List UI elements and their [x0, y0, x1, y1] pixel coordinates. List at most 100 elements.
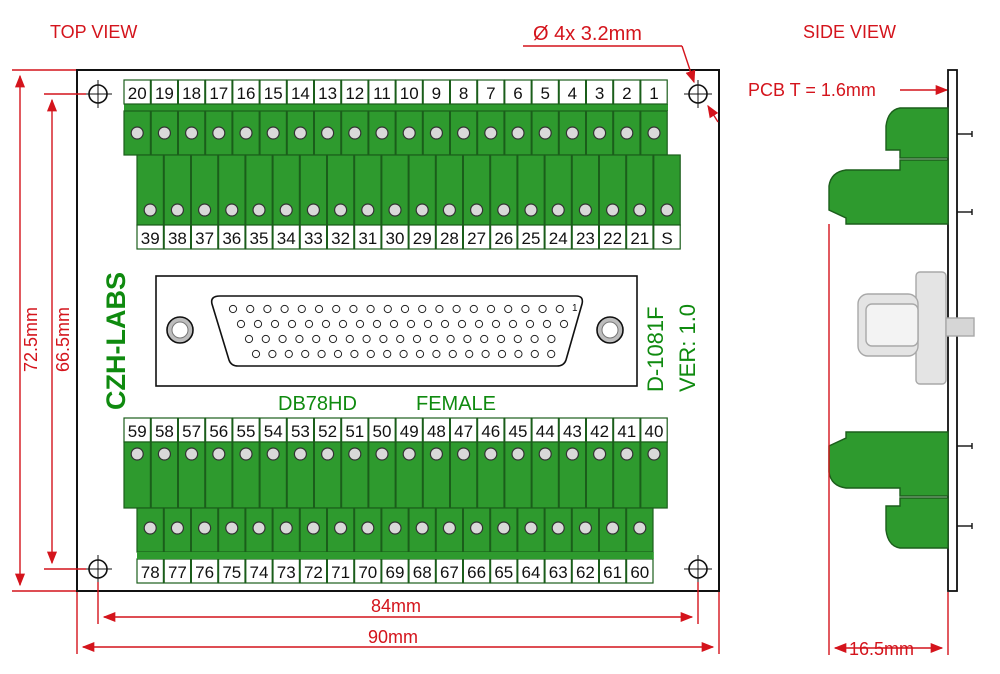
terminal-screw-icon — [306, 521, 320, 535]
terminal-screw-icon — [457, 126, 471, 140]
terminal-cell: 47 — [449, 417, 478, 509]
terminal-cell: 71 — [326, 507, 355, 584]
connector-pin — [350, 349, 359, 359]
connector-pin — [538, 304, 547, 314]
terminal-number: 51 — [345, 422, 364, 441]
connector-pin — [446, 334, 455, 344]
terminal-number: 43 — [563, 422, 582, 441]
terminal-cell: 63 — [544, 507, 572, 584]
terminal-number: 61 — [603, 563, 622, 582]
terminal-screw-icon — [279, 521, 293, 535]
terminal-screw-icon — [348, 447, 362, 461]
connector-pin — [432, 349, 441, 359]
connector-pin — [366, 349, 375, 359]
terminal-number: 35 — [250, 229, 269, 248]
connector-pin — [297, 304, 306, 314]
connector-pin — [287, 319, 297, 329]
hole-spec-leader — [681, 45, 696, 84]
terminal-cell: 62 — [571, 507, 600, 584]
terminal-number: 20 — [128, 84, 147, 103]
terminal-screw-icon — [252, 521, 266, 535]
side-terminal-top-upper — [885, 107, 949, 159]
terminal-number: 60 — [630, 563, 649, 582]
side-terminal-bottom-upper — [828, 431, 949, 497]
terminal-screw-icon — [293, 126, 307, 140]
terminal-number: 25 — [522, 229, 541, 248]
terminal-number: 39 — [141, 229, 160, 248]
terminal-cell: 5 — [531, 79, 559, 156]
connector-pin — [263, 304, 272, 314]
terminal-cell: 59 — [123, 417, 151, 509]
terminal-number: 46 — [481, 422, 500, 441]
terminal-number: 63 — [549, 563, 568, 582]
terminal-cell: 66 — [462, 507, 491, 584]
connector-pin — [429, 334, 438, 344]
dimension-width-outer — [76, 592, 720, 654]
connector-pin — [338, 319, 348, 329]
terminal-cell: 52 — [313, 417, 342, 509]
terminal-cell: 18 — [177, 79, 206, 156]
terminal-screw-icon — [511, 447, 525, 461]
connector-pin — [440, 319, 450, 329]
connector-pin — [389, 319, 399, 329]
terminal-cell: 57 — [177, 417, 206, 509]
terminal-number: 65 — [494, 563, 513, 582]
connector-pin — [491, 319, 501, 329]
dimension-height-inner — [44, 93, 86, 570]
terminal-number: 21 — [630, 229, 649, 248]
connector-pin — [362, 334, 371, 344]
pin-one-marker: 1 — [572, 303, 578, 314]
terminal-screw-icon — [551, 521, 565, 535]
connector-pin — [270, 319, 280, 329]
terminal-screw-icon — [565, 126, 580, 140]
terminal-cell: 67 — [435, 507, 464, 584]
terminal-cell: 2 — [612, 79, 641, 156]
terminal-screw-icon — [497, 203, 511, 217]
connector-pin — [317, 349, 326, 359]
terminal-cell: 6 — [504, 79, 532, 156]
terminal-number: 73 — [277, 563, 296, 582]
terminal-number: 24 — [549, 229, 568, 248]
hole-spec-label: Ø 4x 3.2mm — [533, 23, 642, 45]
terminal-cell: 60 — [625, 507, 654, 584]
terminal-number: 66 — [467, 563, 486, 582]
terminal-screw-icon — [293, 447, 307, 461]
terminal-screw-icon — [375, 126, 389, 140]
top-view-label: TOP VIEW — [50, 22, 137, 42]
terminal-number: 76 — [195, 563, 214, 582]
terminal-screw-icon — [130, 447, 144, 461]
terminal-screw-icon — [402, 447, 416, 461]
terminal-cell: 28 — [435, 154, 464, 250]
terminal-screw-icon — [321, 447, 335, 461]
terminal-cell: 37 — [190, 154, 219, 250]
connector-pin — [415, 349, 425, 359]
terminal-number: 37 — [195, 229, 214, 248]
terminal-screw-icon — [143, 521, 157, 535]
connector-pin — [372, 319, 382, 329]
terminal-cell: 12 — [341, 79, 369, 156]
terminal-screw-icon — [225, 203, 239, 217]
connector-pin — [418, 304, 427, 314]
terminal-cell: 41 — [612, 417, 641, 509]
terminal-screw-icon — [511, 126, 525, 140]
connector-pin — [521, 304, 530, 314]
connector-pin — [345, 334, 354, 344]
connector-pin — [486, 304, 496, 314]
terminal-screw-icon — [538, 447, 552, 461]
terminal-cell: 9 — [422, 79, 451, 156]
terminal-cell: 40 — [640, 417, 668, 509]
terminal-number: 56 — [209, 422, 228, 441]
connector-pin — [332, 304, 341, 314]
terminal-cell: 34 — [272, 154, 300, 250]
terminal-cell: 55 — [232, 417, 260, 509]
terminal-cell: 61 — [598, 507, 627, 584]
terminal-cell: 51 — [341, 417, 369, 509]
terminal-cell: 43 — [558, 417, 587, 509]
terminal-screw-icon — [633, 203, 647, 217]
terminal-screw-icon — [605, 521, 620, 535]
terminal-number: 45 — [509, 422, 528, 441]
terminal-screw-icon — [457, 447, 471, 461]
terminal-screw-icon — [429, 126, 443, 140]
terminal-number: 32 — [331, 229, 350, 248]
